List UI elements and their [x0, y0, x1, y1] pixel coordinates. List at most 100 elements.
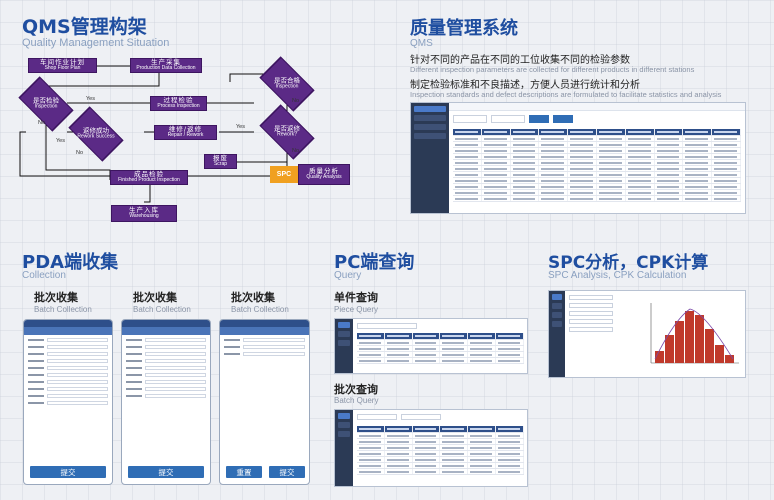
histogram-bar — [675, 321, 684, 363]
sidebar-item[interactable] — [414, 115, 446, 121]
filter-input[interactable] — [453, 115, 487, 123]
pda-submit-button[interactable]: 提交 — [269, 466, 305, 478]
batch-query-screenshot — [334, 409, 528, 487]
table-row[interactable] — [453, 154, 741, 160]
table-row[interactable] — [357, 352, 524, 358]
qms-subtitle: Quality Management Situation — [22, 37, 170, 49]
sidebar-item[interactable] — [414, 133, 446, 139]
repair-rework-cn: 维修/返修 — [168, 124, 203, 133]
table-row[interactable] — [453, 178, 741, 184]
histogram-bar — [715, 345, 724, 363]
pda-subtitle: Collection — [22, 270, 66, 281]
table-row[interactable] — [357, 433, 524, 439]
table-row[interactable] — [453, 136, 741, 142]
table-row[interactable] — [357, 340, 524, 346]
batch-query-input[interactable] — [357, 414, 397, 420]
quality-title: 质量管理系统 — [410, 18, 518, 39]
qms-system-screenshot — [410, 102, 746, 214]
pda-panel2-title: 批次收集 — [133, 291, 177, 304]
rework-success-cn: 返修成功 — [83, 126, 109, 135]
pc-title: PC端查询 — [334, 252, 415, 273]
spc-box: SPC — [270, 166, 298, 183]
qms-table — [453, 129, 741, 202]
table-row[interactable] — [357, 358, 524, 364]
histogram-bar — [665, 335, 674, 363]
pda-panel1-subtitle: Batch Collection — [34, 305, 92, 314]
quality-subtitle: QMS — [410, 38, 433, 49]
table-row[interactable] — [357, 457, 524, 463]
quality-analysis-en: Quality Analysis — [306, 174, 342, 181]
pc-subtitle: Query — [334, 270, 362, 281]
table-row[interactable] — [453, 148, 741, 154]
sidebar-item[interactable] — [414, 106, 446, 112]
pda-submit-button[interactable]: 提交 — [128, 466, 204, 478]
pda-reset-button[interactable]: 重置 — [226, 466, 262, 478]
sidebar-item[interactable] — [414, 124, 446, 130]
finished-inspection-en: Finished Product Inspection — [118, 177, 180, 184]
histogram-bar — [705, 329, 714, 363]
batch-query-subtitle: Batch Query — [334, 396, 379, 405]
spc-subtitle: SPC Analysis, CPK Calculation — [548, 270, 687, 281]
spc-screenshot — [548, 290, 746, 378]
data-collection-cn: 生产采集 — [151, 57, 181, 66]
batch-query-input[interactable] — [401, 414, 441, 420]
table-row[interactable] — [453, 142, 741, 148]
rework-success-yes-label: Yes — [56, 138, 65, 144]
export-button[interactable] — [553, 115, 573, 123]
inspection-no-label: No — [38, 120, 46, 126]
rework-no-label: No — [292, 148, 300, 154]
piece-query-input[interactable] — [357, 323, 417, 329]
rework-success-no-label: No — [76, 150, 84, 156]
table-row[interactable] — [357, 346, 524, 352]
pda-phone-1: 提交 — [23, 319, 113, 485]
scrap-box: 报废 Scrap — [204, 154, 237, 169]
quality-line2-en: Inspection standards and defect descript… — [410, 90, 722, 99]
table-row[interactable] — [453, 190, 741, 196]
table-row[interactable] — [357, 451, 524, 457]
inspection-decision-cn: 是否检验 — [33, 96, 59, 105]
process-inspection-en: Process Inspection — [157, 103, 200, 110]
search-button[interactable] — [529, 115, 549, 123]
warehousing-en: Warehousing — [129, 213, 159, 220]
pass-no-label: No — [292, 98, 300, 104]
table-row[interactable] — [357, 463, 524, 469]
histogram-bar — [725, 355, 734, 363]
table-row[interactable] — [453, 196, 741, 202]
pda-panel3-title: 批次收集 — [231, 291, 275, 304]
rework-decision: 是否返修 Rework? — [259, 104, 315, 160]
pass-decision-cn: 是否合格 — [274, 76, 300, 85]
inspection-decision: 是否检验 Inspection — [18, 76, 74, 132]
quality-line1-cn: 针对不同的产品在不同的工位收集不同的检验参数 — [410, 55, 630, 66]
table-row[interactable] — [357, 439, 524, 445]
process-inspection-cn: 过程检验 — [163, 95, 194, 104]
piece-query-subtitle: Piece Query — [334, 305, 379, 314]
rework-decision-en: Rework? — [277, 131, 297, 138]
shop-floor-plan-box: 车间作业计划 Shop Floor Plan — [28, 58, 97, 73]
quality-analysis-cn: 质量分析 — [309, 166, 339, 175]
spc-title: SPC分析，CPK计算 — [548, 253, 709, 273]
table-row[interactable] — [357, 445, 524, 451]
rework-success-decision: 返修成功 Rework Success — [68, 106, 124, 162]
pda-submit-button[interactable]: 提交 — [30, 466, 106, 478]
pda-phone-3: 重置 提交 — [219, 319, 310, 485]
histogram-bar — [655, 351, 664, 363]
data-collection-box: 生产采集 Production Data Collection — [130, 58, 202, 73]
table-row[interactable] — [453, 172, 741, 178]
rework-success-en: Rework Success — [77, 133, 115, 140]
repair-yes-label: Yes — [236, 124, 245, 130]
table-row[interactable] — [453, 160, 741, 166]
table-row[interactable] — [453, 166, 741, 172]
pda-panel3-subtitle: Batch Collection — [231, 305, 289, 314]
quality-line1-en: Different inspection parameters are coll… — [410, 65, 695, 74]
histogram-bar — [695, 315, 704, 363]
table-row[interactable] — [357, 469, 524, 475]
table-row[interactable] — [453, 184, 741, 190]
histogram-bar — [685, 311, 694, 363]
scrap-cn: 报废 — [213, 153, 228, 162]
rework-decision-cn: 是否返修 — [274, 124, 300, 133]
shop-floor-plan-en: Shop Floor Plan — [44, 65, 81, 72]
filter-input[interactable] — [491, 115, 525, 123]
pda-panel2-subtitle: Batch Collection — [133, 305, 191, 314]
pass-decision: 是否合格 Inspection — [259, 56, 315, 112]
quality-line2-cn: 制定检验标准和不良描述，方便人员进行统计和分析 — [410, 80, 640, 91]
